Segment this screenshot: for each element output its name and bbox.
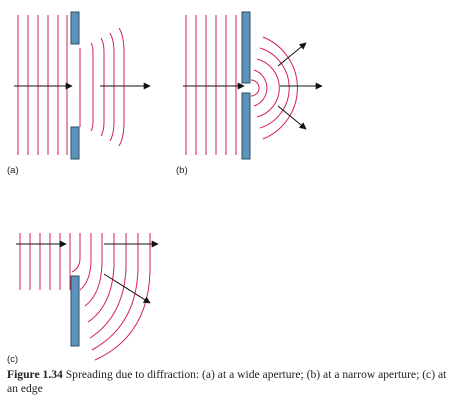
wavefront	[100, 37, 105, 137]
panel-a-wide-aperture	[14, 11, 151, 160]
barrier-lower	[70, 126, 80, 160]
panel-label-b: (b)	[176, 165, 188, 176]
bent-wavefronts	[71, 233, 151, 361]
wavefront	[79, 233, 92, 291]
caption-text: Spreading due to diffraction: (a) at a w…	[7, 368, 447, 395]
wavefront	[262, 36, 298, 140]
arrow-up-diagonal	[277, 42, 307, 67]
panel-b-narrow-aperture	[183, 11, 323, 160]
wavefront	[90, 42, 94, 132]
wavefront	[89, 233, 127, 339]
barrier-upper	[241, 11, 251, 84]
incident-wavefronts	[19, 233, 71, 290]
figure-number: Figure 1.34	[7, 368, 63, 381]
wavefront	[84, 233, 103, 307]
wavefront	[256, 58, 280, 118]
arrow-down-diagonal	[277, 105, 307, 130]
figure-caption: Figure 1.34 Spreading due to diffraction…	[7, 368, 455, 396]
arrow-diffracted	[103, 273, 151, 304]
incident-wavefronts	[17, 15, 68, 155]
wavefront	[94, 233, 151, 361]
edge-barrier	[70, 275, 80, 347]
wavefront	[118, 27, 125, 147]
panel-label-a: (a)	[7, 165, 19, 176]
wavefront	[259, 47, 290, 129]
panel-label-c: (c)	[7, 354, 19, 365]
wavefront	[250, 79, 260, 97]
wavefront	[91, 233, 139, 351]
wavefront	[109, 32, 115, 142]
barrier-upper	[70, 11, 80, 45]
diffracted-wavefronts	[250, 36, 298, 140]
wavefront	[71, 233, 81, 273]
wavefront	[253, 69, 268, 107]
wavefront	[87, 233, 115, 323]
panel-c-edge	[16, 233, 159, 361]
barrier-lower	[241, 92, 251, 160]
transmitted-wavefronts	[79, 27, 125, 147]
incident-wavefronts	[185, 15, 237, 155]
